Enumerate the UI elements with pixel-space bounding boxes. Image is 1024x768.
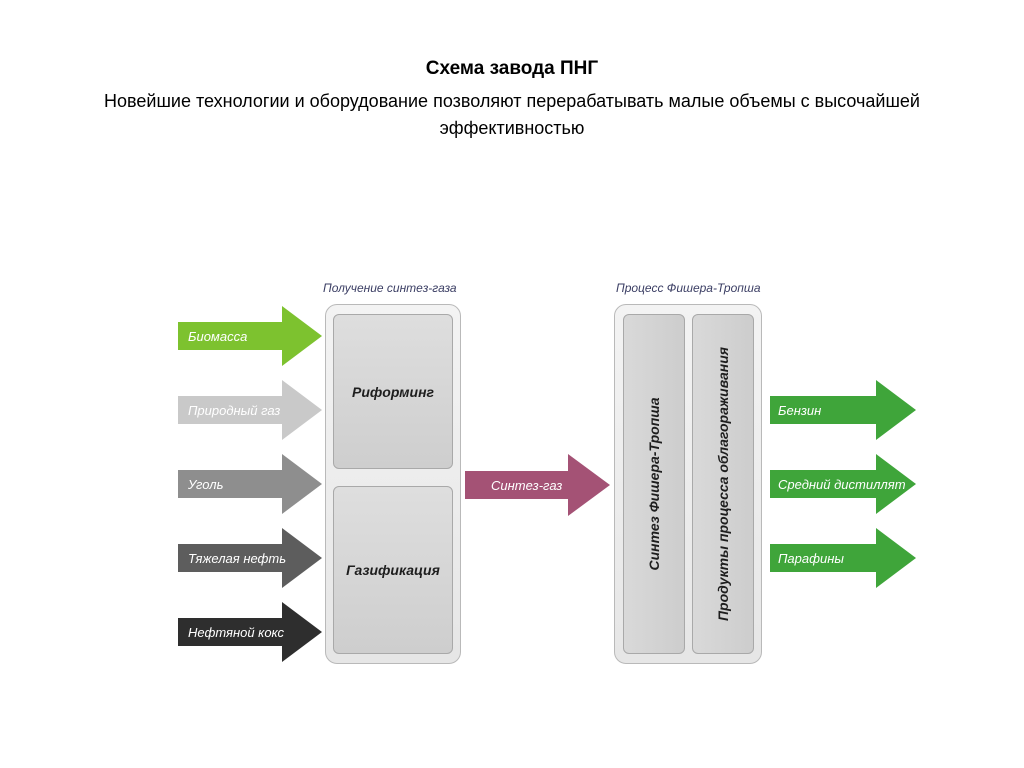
page-subtitle: Новейшие технологии и оборудование позво… [104,91,920,138]
gasification-label: Газификация [346,562,440,578]
input-arrow-natural-gas: Природный газ [178,380,322,440]
input-label-heavy-oil: Тяжелая нефть [188,550,287,566]
reforming-label: Риформинг [351,383,435,400]
output-label-middle-distillate: Средний дистиллят [778,476,906,492]
input-label-petroleum-coke: Нефтяной кокс [188,624,285,640]
output-label-gasoline: Бензин [778,402,822,418]
input-arrow-heavy-oil: Тяжелая нефть [178,528,322,588]
gasification-box: Газификация [333,486,453,654]
page-title: Схема завода ПНГ [425,58,599,79]
upgrading-products-label: Продукты процесса облагораживания [715,346,731,622]
output-arrow-middle-distillate: Средний дистиллят [770,454,916,514]
output-label-paraffins: Парафины [778,550,844,566]
input-label-biomass: Биомасса [188,328,248,344]
upgrading-products-box: Продукты процесса облагораживания [692,314,754,654]
syngas-arrow: Синтез-газ [465,454,610,516]
input-label-coal: Уголь [188,476,224,492]
ft-synthesis-label: Синтез Фишера-Тропша [646,397,662,571]
input-arrow-petroleum-coke: Нефтяной кокс [178,602,322,662]
output-arrow-gasoline: Бензин [770,380,916,440]
reforming-box: Риформинг [333,314,453,469]
syngas-section-label: Получение синтез-газа [323,281,457,295]
ft-synthesis-box: Синтез Фишера-Тропша [623,314,685,654]
input-arrow-biomass: Биомасса [178,306,322,366]
fischer-section-label: Процесс Фишера-Тропша [616,281,761,295]
input-arrow-coal: Уголь [178,454,322,514]
output-arrow-paraffins: Парафины [770,528,916,588]
input-label-natural-gas: Природный газ [188,402,281,418]
syngas-arrow-label: Синтез-газ [491,477,563,493]
